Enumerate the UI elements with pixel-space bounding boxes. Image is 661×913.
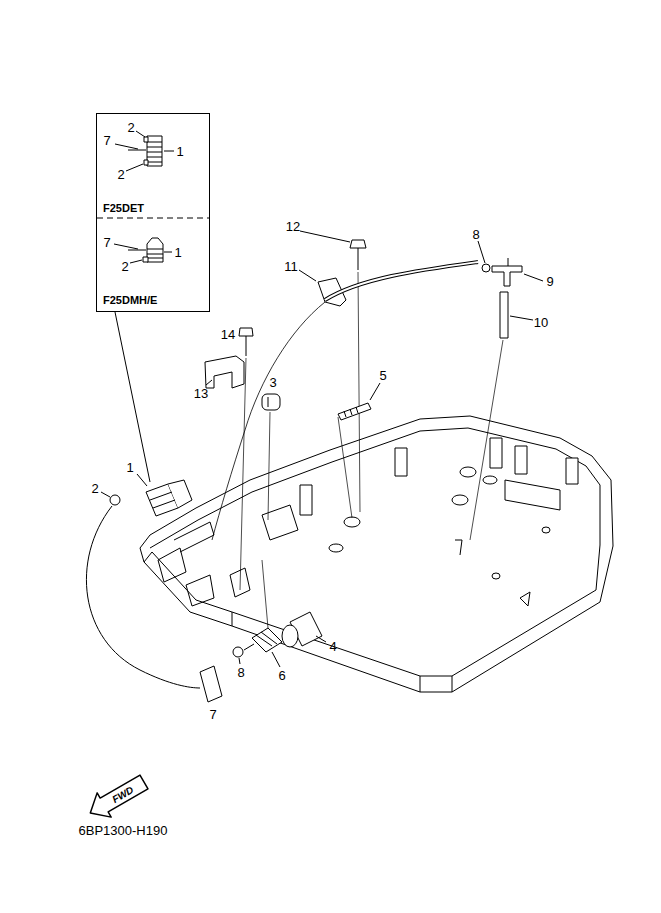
callout-number: 6 — [278, 669, 285, 682]
callout-number: 8 — [237, 666, 244, 679]
callout-number: 10 — [534, 316, 548, 329]
model-name: F25DET — [103, 202, 144, 214]
callout-number: 8 — [472, 228, 479, 241]
callout-number: 4 — [329, 640, 336, 653]
callout-number: 1 — [126, 461, 133, 474]
callout-number: 2 — [117, 168, 124, 181]
callout-number: 5 — [379, 369, 386, 382]
callout-number: 7 — [103, 134, 110, 147]
callout-number: 11 — [284, 260, 298, 273]
callout-number: 2 — [127, 121, 134, 134]
callout-number: 2 — [91, 482, 98, 495]
model-name: F25DMH/E — [103, 294, 157, 306]
model-inset-box: F25DET F25DMH/E — [96, 113, 210, 312]
callout-number: 2 — [121, 260, 128, 273]
callout-number: 1 — [174, 246, 181, 259]
callout-number: 7 — [209, 708, 216, 721]
diagram-code: 6BP1300-H190 — [79, 824, 168, 837]
forward-marker: FWD — [111, 785, 136, 805]
callout-number: 14 — [221, 328, 235, 341]
callout-number: 1 — [176, 145, 183, 158]
callout-number: 9 — [546, 275, 553, 288]
callout-number: 12 — [286, 220, 300, 233]
callout-number: 3 — [269, 376, 276, 389]
callout-number: 7 — [103, 236, 110, 249]
callout-number: 13 — [194, 387, 208, 400]
